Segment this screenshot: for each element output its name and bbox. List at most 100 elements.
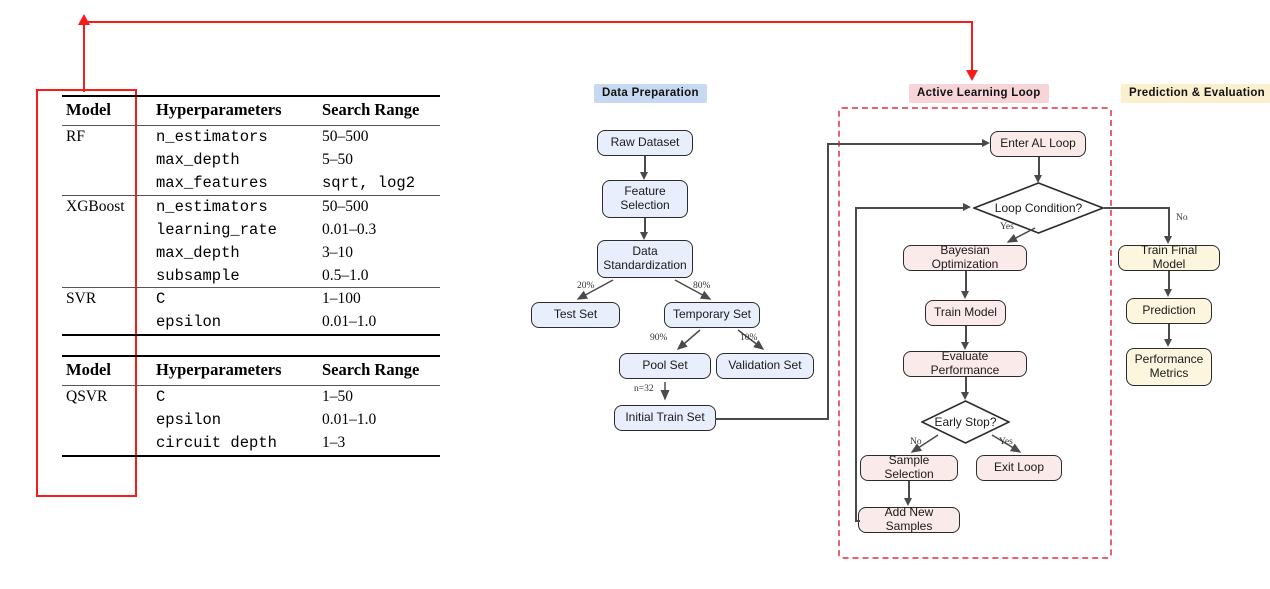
annotation-top-segment	[83, 21, 973, 23]
node-feature-selection[interactable]: Feature Selection	[602, 180, 688, 218]
cell-hyperparameter: n_estimators	[152, 194, 318, 219]
node-early-stop[interactable]: Early Stop?	[921, 400, 1010, 444]
table-quantum: Model Hyperparameters Search Range QSVR …	[62, 355, 440, 461]
cell-model: SVR	[62, 287, 152, 336]
node-train-model[interactable]: Train Model	[925, 300, 1006, 326]
node-bayesian-optimization[interactable]: Bayesian Optimization	[903, 243, 1027, 271]
diamond-shape-icon	[973, 182, 1104, 234]
section-label-prediction-evaluation: Prediction & Evaluation	[1121, 84, 1270, 103]
node-test-set[interactable]: Test Set	[531, 302, 620, 328]
node-line-1: Performance	[1134, 352, 1204, 367]
table-header-row: Model Hyperparameters Search Range	[62, 95, 440, 126]
cell-hyperparameter: max_features	[156, 173, 268, 192]
arrowhead	[963, 203, 971, 211]
table-row: learning_rate 0.01–0.3	[62, 219, 440, 242]
edge-loopcond-no-h	[1104, 207, 1169, 209]
cell-hyperparameter: max_depth	[156, 150, 240, 169]
edge-label-loop-no: No	[1176, 213, 1188, 223]
node-line-1: Feature	[624, 184, 666, 199]
node-pool-set[interactable]: Pool Set	[619, 353, 711, 379]
arrowhead	[1164, 236, 1172, 244]
cell-range: 0.01–1.0	[322, 410, 377, 428]
cell-hyperparameter: max_depth	[156, 243, 240, 262]
edge-label-80-percent: 80%	[693, 281, 711, 291]
node-validation-set[interactable]: Validation Set	[716, 353, 814, 379]
edge-initial-to-enter-v	[827, 143, 829, 419]
node-train-final-model[interactable]: Train Final Model	[1118, 243, 1220, 271]
cell-range: sqrt, log2	[322, 173, 416, 192]
table-row: max_features sqrt, log2	[62, 172, 440, 195]
node-loop-condition[interactable]: Loop Condition?	[973, 182, 1104, 234]
cell-range: 5–50	[322, 150, 353, 168]
table-row: subsample 0.5–1.0	[62, 265, 440, 288]
node-enter-al-loop[interactable]: Enter AL Loop	[990, 131, 1086, 157]
col-hyperparameters: Hyperparameters	[152, 95, 318, 126]
table-row: max_depth 5–50	[62, 149, 440, 172]
node-temporary-set[interactable]: Temporary Set	[664, 302, 760, 328]
node-exit-loop[interactable]: Exit Loop	[976, 455, 1062, 481]
cell-hyperparameter: C	[152, 384, 318, 409]
arrowhead	[982, 139, 990, 147]
edge-bayes-to-train	[965, 271, 967, 292]
table-row: circuit depth 1–3	[62, 432, 440, 456]
table-header-row: Model Hyperparameters Search Range	[62, 355, 440, 386]
table-row: QSVR C 1–50	[62, 384, 440, 456]
hyperparameter-table-classical: Model Hyperparameters Search Range RF n_…	[62, 95, 440, 341]
table-bottom-rule	[62, 334, 440, 341]
cell-range: 1–3	[322, 433, 346, 451]
cell-hyperparameter: circuit depth	[156, 433, 277, 452]
edge-label-loop-yes: Yes	[1000, 222, 1014, 232]
node-add-new-samples[interactable]: Add New Samples	[858, 505, 960, 533]
arrowhead	[1164, 339, 1172, 347]
edge-enter-to-loopcond	[1038, 157, 1040, 176]
edge-train-to-evaluate	[965, 326, 967, 343]
rule	[318, 334, 440, 341]
edge-earlystop-branches	[910, 434, 1022, 453]
table-classical: Model Hyperparameters Search Range RF n_…	[62, 95, 440, 341]
node-raw-dataset[interactable]: Raw Dataset	[597, 130, 693, 156]
edge-loopback-h2	[855, 207, 965, 209]
table-row: RF n_estimators 50–500	[62, 124, 440, 196]
node-line-1: Data	[632, 244, 658, 259]
annotation-right-segment	[971, 21, 973, 73]
edge-evaluate-to-earlystop	[965, 377, 967, 393]
cell-range: 50–500	[318, 124, 440, 149]
cell-hyperparameter: learning_rate	[156, 220, 277, 239]
edge-initial-to-enter-h2	[827, 143, 985, 145]
table-bottom-rule	[62, 454, 440, 461]
node-prediction[interactable]: Prediction	[1126, 298, 1212, 324]
cell-hyperparameter: C	[152, 287, 318, 312]
edge-label-10-percent: 10%	[740, 333, 758, 343]
annotation-arrowhead-up	[78, 14, 90, 25]
edge-sample-to-addnew	[908, 481, 910, 499]
cell-range: 3–10	[322, 243, 353, 261]
edge-raw-to-feature	[644, 156, 646, 173]
arrowhead	[1164, 289, 1172, 297]
col-model: Model	[62, 95, 152, 126]
rule	[62, 454, 152, 461]
arrowhead	[904, 498, 912, 506]
edge-standard-splits	[576, 279, 765, 401]
col-search-range: Search Range	[318, 355, 440, 386]
arrowhead	[961, 342, 969, 350]
node-label: Early Stop?	[934, 415, 997, 429]
node-initial-train-set[interactable]: Initial Train Set	[614, 405, 716, 431]
cell-model: RF	[62, 125, 152, 196]
node-sample-selection[interactable]: Sample Selection	[860, 453, 958, 481]
cell-hyperparameter: n_estimators	[152, 124, 318, 149]
active-learning-loop-container	[838, 107, 1112, 559]
node-performance-metrics[interactable]: Performance Metrics	[1126, 348, 1212, 386]
edge-label-early-no: No	[910, 437, 922, 447]
node-line-2: Selection	[620, 198, 670, 212]
edge-feature-to-standard	[644, 218, 646, 233]
col-hyperparameters: Hyperparameters	[152, 355, 318, 386]
rule	[62, 334, 152, 341]
arrowhead	[961, 392, 969, 400]
node-evaluate-performance[interactable]: Evaluate Performance	[903, 349, 1027, 377]
node-data-standardization[interactable]: Data Standardization	[597, 240, 693, 278]
diamond-shape-icon	[921, 400, 1010, 444]
annotation-arrowhead-down	[966, 70, 978, 81]
edge-label-90-percent: 90%	[650, 333, 668, 343]
arrowhead	[640, 232, 648, 240]
table-row: epsilon 0.01–1.0	[62, 311, 440, 335]
